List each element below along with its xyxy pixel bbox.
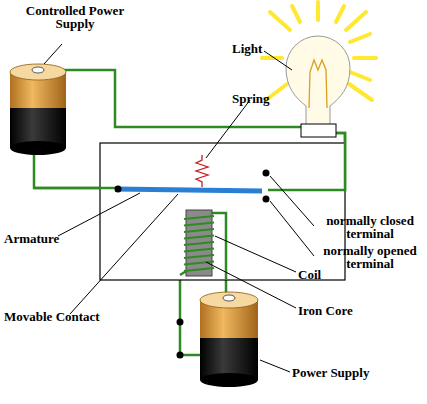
- coil-turn: [184, 242, 214, 245]
- coil-turn: [184, 223, 214, 226]
- wire: [212, 213, 226, 280]
- coil-turn: [184, 249, 214, 252]
- wire-dot: [177, 319, 184, 326]
- battery: [200, 292, 258, 387]
- part-label: Movable Contact: [4, 310, 100, 323]
- wire: [268, 133, 345, 190]
- part-label: Iron Core: [298, 304, 353, 317]
- terminal-label: normally closed terminal: [316, 214, 424, 240]
- wire-dot: [177, 352, 184, 359]
- coil-turn: [184, 216, 214, 219]
- light-bulb: [262, 2, 376, 137]
- battery: [10, 64, 66, 155]
- coil-turn: [184, 236, 214, 239]
- spring-symbol: [196, 155, 208, 187]
- armature-bar: [115, 189, 262, 191]
- pivot-dot: [115, 186, 122, 193]
- part-label: Armature: [4, 232, 59, 245]
- terminal-label: normally opened terminal: [316, 244, 424, 270]
- supply-label: Power Supply: [292, 366, 369, 379]
- supply-label: Controlled Power Supply: [10, 4, 140, 30]
- coil-turn: [184, 255, 214, 258]
- relay-housing: [100, 143, 345, 280]
- coil-turn: [184, 268, 214, 271]
- part-label: Light: [232, 42, 262, 55]
- wire: [34, 187, 118, 190]
- part-label: Spring: [232, 92, 270, 105]
- coil-turn: [184, 229, 214, 232]
- part-label: Coil: [298, 268, 321, 281]
- no-terminal: [263, 196, 270, 203]
- nc-terminal: [263, 170, 270, 177]
- coil-winding: [184, 216, 214, 271]
